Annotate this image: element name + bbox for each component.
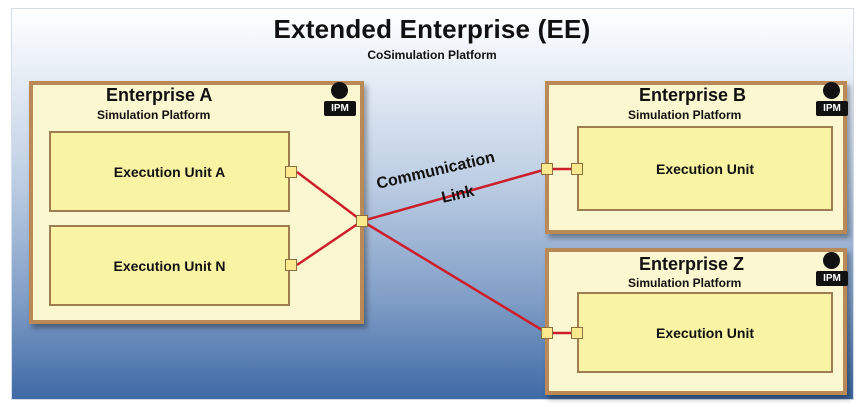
port-enterprise-a <box>356 215 368 227</box>
execution-unit-a: Execution Unit A <box>49 131 290 212</box>
execution-unit-z: Execution Unit <box>577 292 833 373</box>
ipm-badge: IPM <box>816 271 848 286</box>
link-enterprise-b <box>361 167 548 223</box>
enterprise-z-platform: Simulation Platform <box>628 276 742 290</box>
execution-unit-n: Execution Unit N <box>49 225 290 306</box>
person-icon <box>823 252 840 269</box>
enterprise-a-platform: Simulation Platform <box>97 108 211 122</box>
diagram-title: Extended Enterprise (EE) <box>273 14 591 44</box>
enterprise-b-title: Enterprise B <box>639 85 747 105</box>
port-unit-a <box>285 166 297 178</box>
port-unit-b <box>571 163 583 175</box>
link-unit-a <box>296 171 363 222</box>
enterprise-a-title: Enterprise A <box>106 85 213 105</box>
port-enterprise-b <box>541 163 553 175</box>
enterprise-z-title: Enterprise Z <box>639 254 745 274</box>
ipm-badge: IPM <box>324 101 356 116</box>
ipm-badge: IPM <box>816 101 848 116</box>
execution-unit-b: Execution Unit <box>577 126 833 211</box>
person-icon <box>823 82 840 99</box>
person-icon <box>331 82 348 99</box>
diagram-subtitle: CoSimulation Platform <box>367 48 497 62</box>
enterprise-z-ipm-icon: IPM <box>816 252 848 288</box>
port-unit-z <box>571 327 583 339</box>
port-unit-n <box>285 259 297 271</box>
enterprise-a-ipm-icon: IPM <box>324 82 356 118</box>
port-enterprise-z <box>541 327 553 339</box>
enterprise-b-ipm-icon: IPM <box>816 82 848 118</box>
link-enterprise-z <box>361 219 548 335</box>
enterprise-b-platform: Simulation Platform <box>628 108 742 122</box>
link-unit-n <box>296 219 363 267</box>
